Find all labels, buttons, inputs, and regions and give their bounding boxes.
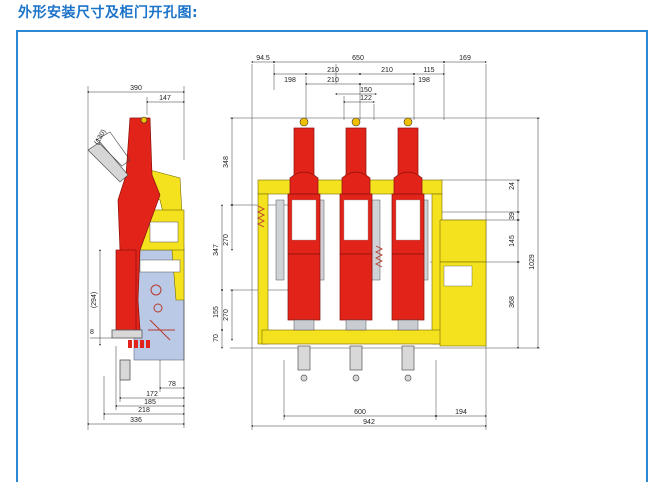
front-bottom-beam bbox=[261, 329, 443, 345]
dim-347: 347 bbox=[213, 244, 220, 256]
dim-side-147: 147 bbox=[159, 95, 171, 102]
dim-115: 115 bbox=[423, 67, 434, 74]
dim-198-a: 198 bbox=[284, 77, 296, 84]
dim-122: 122 bbox=[360, 95, 372, 102]
page-title: 外形安装尺寸及柜门开孔图: bbox=[18, 5, 199, 21]
dim-169: 169 bbox=[459, 55, 471, 62]
dim-24: 24 bbox=[509, 182, 516, 190]
bottom-terminals bbox=[297, 345, 415, 382]
dim-side-336: 336 bbox=[130, 417, 142, 424]
front-side-box bbox=[439, 219, 487, 263]
dim-600: 600 bbox=[354, 409, 366, 416]
pole-1 bbox=[287, 117, 321, 331]
dim-198-b: 198 bbox=[418, 77, 430, 84]
dim-348: 348 bbox=[223, 156, 230, 168]
dim-150: 150 bbox=[360, 87, 372, 94]
dim-270-a: 270 bbox=[223, 234, 230, 246]
dim-70: 70 bbox=[213, 334, 220, 342]
dim-side-294: (294) bbox=[91, 292, 98, 308]
side-view: 390 147 (130) (294) 8 78 172 185 218 336 bbox=[87, 85, 185, 430]
dim-155: 155 bbox=[213, 306, 220, 318]
front-view: 94.5 650 169 198 210 210 115 210 150 122… bbox=[213, 55, 540, 430]
dim-39: 39 bbox=[509, 212, 516, 220]
pole-2 bbox=[339, 117, 373, 331]
dim-650: 650 bbox=[352, 55, 364, 62]
side-handle bbox=[87, 141, 129, 183]
dim-194: 194 bbox=[455, 409, 467, 416]
dim-1029: 1029 bbox=[529, 254, 536, 270]
dim-210-a: 210 bbox=[327, 67, 339, 74]
dim-145: 145 bbox=[509, 235, 516, 247]
dim-side-172: 172 bbox=[146, 391, 158, 398]
dim-side-8: 8 bbox=[90, 329, 94, 336]
dim-210-c: 210 bbox=[327, 77, 339, 84]
pole-3 bbox=[391, 117, 425, 331]
dim-942: 942 bbox=[363, 419, 375, 426]
dim-368: 368 bbox=[509, 296, 516, 308]
dim-side-218: 218 bbox=[138, 407, 150, 414]
dim-210-b: 210 bbox=[381, 67, 393, 74]
dim-side-78: 78 bbox=[168, 381, 176, 388]
dim-270-b: 270 bbox=[223, 309, 230, 321]
dim-side-130: (130) bbox=[94, 128, 108, 146]
dim-94-5: 94.5 bbox=[256, 55, 270, 62]
dim-side-390: 390 bbox=[130, 85, 142, 92]
dim-side-185: 185 bbox=[144, 399, 156, 406]
